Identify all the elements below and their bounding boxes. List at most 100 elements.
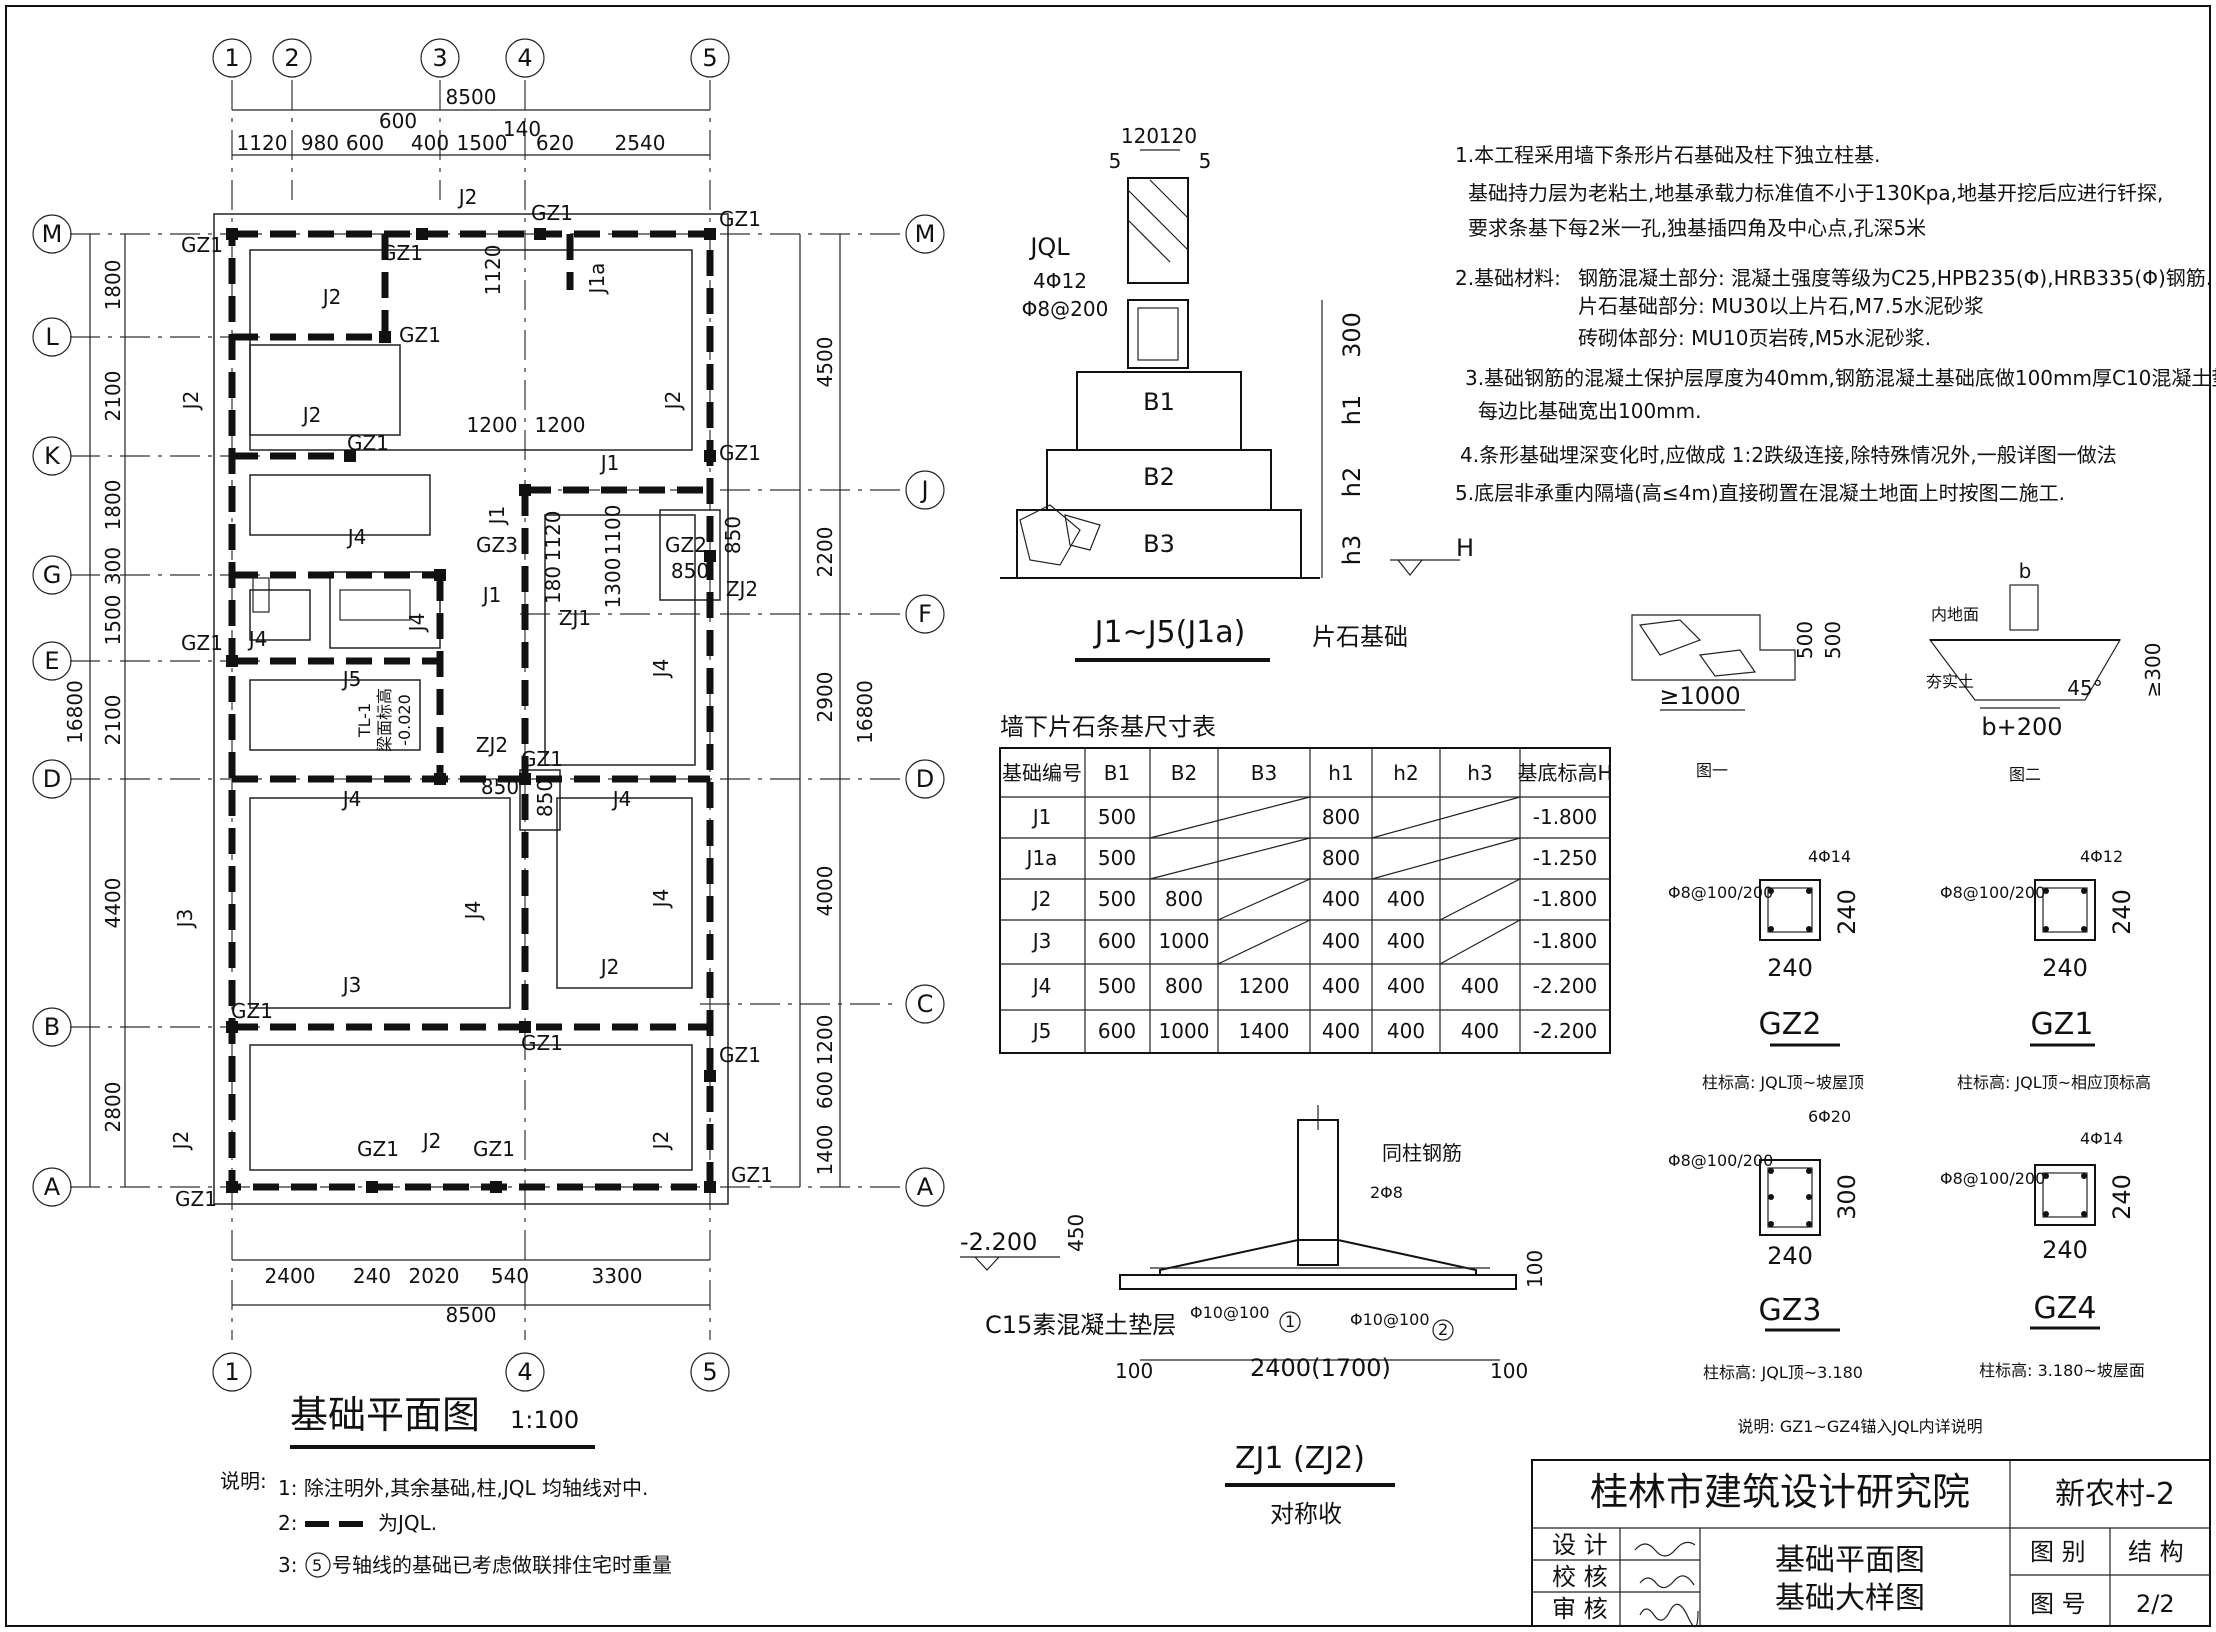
fig2-b: b [2019, 559, 2032, 583]
table-header: B1 [1104, 761, 1130, 785]
table-cell: -1.800 [1533, 929, 1597, 953]
number-value: 2/2 [2136, 1590, 2175, 1618]
axis-label: M [915, 220, 936, 248]
stirrup-label: Φ8@100/200 [1940, 883, 2045, 902]
table-cell: 600 [1098, 929, 1136, 953]
zj-level: -2.200 [960, 1228, 1037, 1256]
table-cell: 400 [1461, 974, 1499, 998]
dim-text: 240 [2042, 954, 2088, 982]
column-label: GZ1 [719, 1043, 761, 1067]
dim-text: 1500 [457, 131, 508, 155]
table-cell: -1.800 [1533, 887, 1597, 911]
height-label: h2 [1338, 467, 1366, 497]
column-label: GZ1 [357, 1137, 399, 1161]
table-cell: 400 [1387, 1019, 1425, 1043]
member-label: J5 [341, 667, 362, 691]
axis-label: F [918, 600, 932, 628]
table-header: h3 [1467, 761, 1492, 785]
column-label: GZ1 [347, 431, 389, 455]
table-cell: 400 [1322, 1019, 1360, 1043]
dim-text: 2400 [265, 1264, 316, 1288]
table-cell: 1000 [1159, 929, 1210, 953]
note-line: 2: [278, 1511, 297, 1535]
member-label: J4 [405, 613, 429, 634]
table-cell: 600 [1098, 1019, 1136, 1043]
dim-text: 5 [1199, 149, 1212, 173]
table-cell: 400 [1387, 887, 1425, 911]
role-label: 审 核 [1552, 1595, 1608, 1623]
column-label: GZ1 [521, 1031, 563, 1055]
table-cell: J1 [1031, 805, 1052, 829]
column-label: GZ1 [719, 207, 761, 231]
table-cell: 400 [1322, 929, 1360, 953]
dim-text: 850 [533, 779, 557, 817]
layer-label: B3 [1143, 530, 1175, 558]
zj-detail: -2.200 450 100 C15素混凝土垫层 同柱钢筋 2Φ8 Φ10@10… [960, 1105, 1547, 1528]
rebar-label: 4Φ14 [2080, 1129, 2123, 1148]
dim-text: 16800 [853, 680, 877, 744]
table-cell: 800 [1165, 974, 1203, 998]
note-axis-bubble [305, 1552, 331, 1578]
column-note: 柱标高: JQL顶~相应顶标高 [1957, 1073, 2151, 1092]
general-notes: 1.本工程采用墙下条形片石基础及柱下独立柱基. 基础持力层为老粘土,地基承载力标… [1455, 143, 2216, 505]
gz2-section [1759, 879, 1821, 941]
fig2-soil: 夯实土 [1926, 672, 1974, 691]
foundation-outline-room-8 [544, 514, 696, 766]
member-label: J1 [599, 451, 620, 475]
table-header: h2 [1393, 761, 1418, 785]
axis-label: D [916, 765, 934, 793]
axis-label: 4 [517, 44, 532, 72]
plan-scale: 1:100 [510, 1406, 579, 1434]
column-name: GZ1 [2031, 1007, 2094, 1042]
column-label: GZ1 [175, 1187, 217, 1211]
table-cell: J1a [1025, 846, 1058, 870]
member-label: J2 [599, 955, 620, 979]
opening-mark-2 [252, 577, 270, 613]
zj-pad-thickness: 100 [1523, 1250, 1547, 1288]
axis-label: K [44, 442, 61, 470]
member-label: J4 [461, 901, 485, 922]
gz4-section [2034, 1164, 2096, 1226]
stone-label: 片石基础 [1312, 623, 1408, 651]
note-line: 片石基础部分: MU30以上片石,M7.5水泥砂浆 [1578, 294, 1984, 318]
axis-label: G [43, 561, 62, 589]
dim-text: 980 [301, 131, 339, 155]
note-line: 3: [278, 1553, 297, 1577]
layer-label: B2 [1143, 463, 1175, 491]
note-title: 说明: [220, 1469, 267, 1493]
note-line: 每边比基础宽出100mm. [1478, 399, 1702, 423]
fig1-dim-bottom: ≥1000 [1659, 682, 1740, 710]
dim-text: 600 [346, 131, 384, 155]
dim-text: 2200 [813, 527, 837, 578]
zj-bar2-no: 2 [1438, 1320, 1448, 1339]
column-note: 柱标高: 3.180~坡屋面 [1979, 1361, 2145, 1380]
dim-text: 2900 [813, 672, 837, 723]
table-header: B3 [1251, 761, 1277, 785]
dim-text: 240 [1767, 954, 1813, 982]
role-label: 校 核 [1552, 1563, 1608, 1591]
column-label: GZ1 [381, 241, 423, 265]
table-frame [999, 747, 1611, 1054]
member-label: J4 [341, 787, 362, 811]
member-label: J2 [169, 1131, 193, 1152]
dim-text: 240 [353, 1264, 391, 1288]
member-label: J1 [481, 583, 502, 607]
dim-text: 620 [536, 131, 574, 155]
dim-text: 850 [721, 516, 745, 554]
member-label: J4 [649, 659, 673, 680]
table-cell: 800 [1322, 846, 1360, 870]
dim-text: 300 [101, 547, 125, 585]
member-label: J2 [421, 1129, 442, 1153]
fig2-indoor: 内地面 [1931, 605, 1979, 624]
dim-text: 4500 [813, 337, 837, 388]
column-label: GZ3 [476, 533, 518, 557]
dim-text: 5 [1109, 149, 1122, 173]
gz3-section [1759, 1159, 1821, 1236]
member-label: J2 [649, 1131, 673, 1152]
member-label: J4 [611, 787, 632, 811]
axis-label: 3 [432, 44, 447, 72]
table-cell: J2 [1031, 887, 1052, 911]
strip-table: 墙下片石条基尺寸表 基础编号 B1 [999, 713, 1613, 1054]
member-label: ZJ2 [726, 577, 758, 601]
column-name: GZ4 [2034, 1291, 2097, 1326]
